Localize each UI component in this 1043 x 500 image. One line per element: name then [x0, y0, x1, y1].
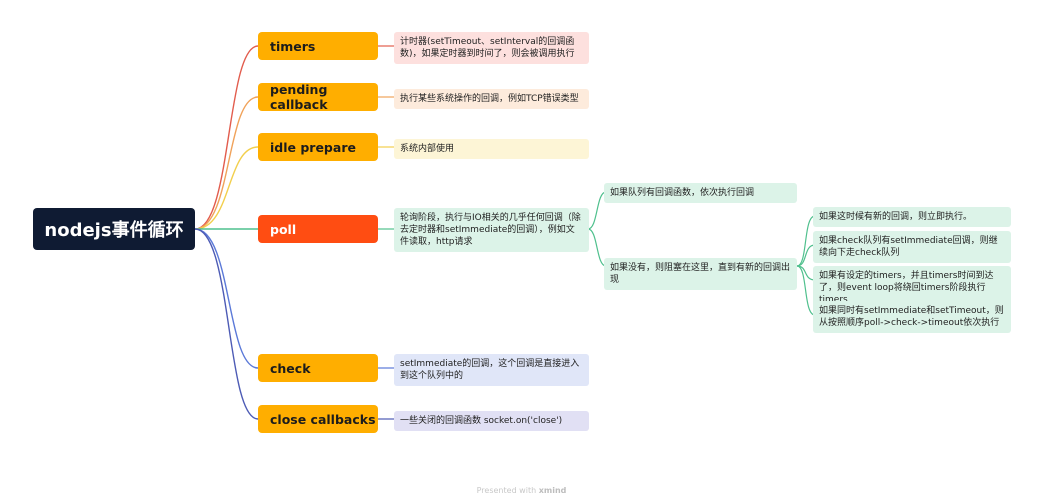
connector-pending-callback [194, 96, 259, 230]
phase-poll[interactable]: poll [258, 215, 378, 243]
desc-check[interactable]: setImmediate的回调，这个回调是直接进入到这个队列中的 [394, 354, 589, 386]
poll-grandchild-check-queue[interactable]: 如果check队列有setImmediate回调，则继续向下走check队列 [813, 231, 1011, 263]
connector-poll-child-2 [587, 228, 607, 267]
footer-brand: xmind [538, 486, 567, 495]
connector-gc-4 [796, 265, 816, 316]
connector-check [194, 228, 259, 369]
desc-poll[interactable]: 轮询阶段，执行与IO相关的几乎任何回调（除去定时器和setImmediate的回… [394, 208, 589, 252]
connector-gc-2 [796, 244, 816, 267]
phase-check[interactable]: check [258, 354, 378, 382]
footer-prefix: Presented with [476, 486, 537, 495]
desc-timers[interactable]: 计时器(setTimeout、setInterval的回调函数)，如果定时器到时… [394, 32, 589, 64]
desc-idle-prepare[interactable]: 系统内部使用 [394, 139, 589, 159]
poll-child-has-callbacks[interactable]: 如果队列有回调函数，依次执行回调 [604, 183, 797, 203]
phase-close-callbacks[interactable]: close callbacks [258, 405, 378, 433]
poll-grandchild-new-callback[interactable]: 如果这时候有新的回调，则立即执行。 [813, 207, 1011, 227]
connector-timers [194, 45, 259, 230]
phase-pending-callback[interactable]: pending callback [258, 82, 378, 112]
desc-pending-callback[interactable]: 执行某些系统操作的回调，例如TCP错误类型 [394, 89, 589, 109]
connector-gc-1 [796, 215, 816, 267]
phase-timers[interactable]: timers [258, 32, 378, 60]
root-topic[interactable]: nodejs事件循环 [33, 208, 195, 250]
phase-idle-prepare[interactable]: idle prepare [258, 133, 378, 161]
footer-credit: Presented with xmind [0, 486, 1043, 495]
connector-close-callbacks [194, 228, 259, 420]
poll-child-no-callbacks[interactable]: 如果没有，则阻塞在这里，直到有新的回调出现 [604, 258, 797, 290]
desc-close-callbacks[interactable]: 一些关闭的回调函数 socket.on('close') [394, 411, 589, 431]
poll-grandchild-order[interactable]: 如果同时有setImmediate和setTimeout，则从按照顺序poll-… [813, 301, 1011, 333]
connector-poll-child-1 [587, 191, 607, 230]
connector-idle-prepare [194, 146, 259, 230]
